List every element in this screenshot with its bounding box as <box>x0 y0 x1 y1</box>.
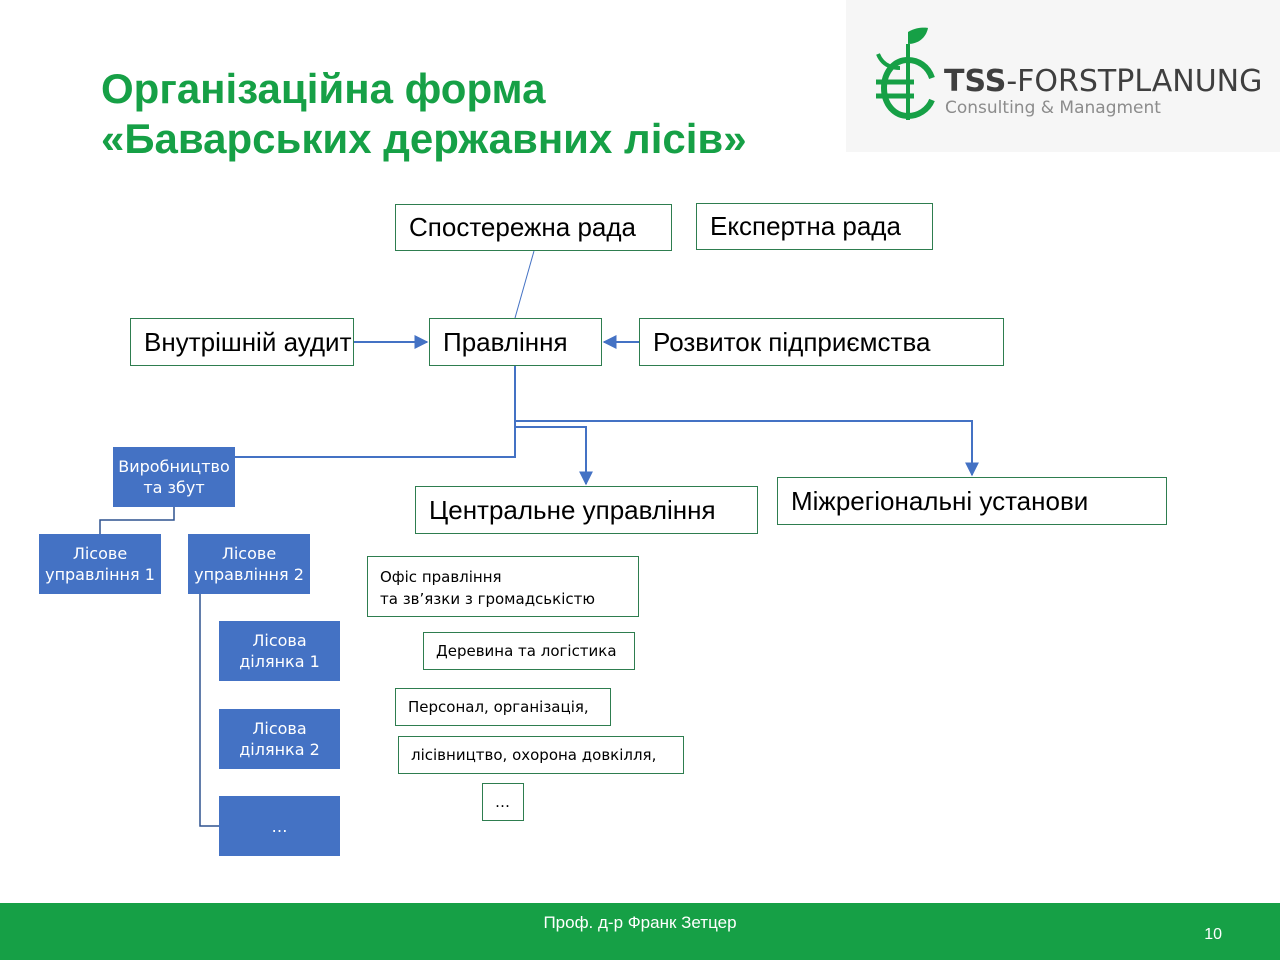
logo-subtitle: Consulting & Managment <box>945 98 1161 118</box>
forest-plot-2-box: Лісова ділянка 2 <box>219 709 340 769</box>
expert-board-box: Експертна рада <box>696 203 933 250</box>
board-office-line-2: та зв’язки з громадськістю <box>380 590 595 608</box>
forest-management-1-line-1: Лісове <box>72 544 128 563</box>
supervisory-board-box: Спостережна рада <box>395 204 672 251</box>
forest-plot-1-line-1: Лісова <box>252 631 307 650</box>
silviculture-label: лісівництво, охорона довкілля, <box>411 746 657 764</box>
slide-title-line-2: «Баварських державних лісів» <box>101 115 747 162</box>
board-office-line-1: Офіс правління <box>380 568 502 586</box>
timber-logistics-box: Деревина та логістика <box>423 632 635 670</box>
slide-title-line-1: Організаційна форма <box>101 65 546 112</box>
central-more-box: … <box>482 783 524 821</box>
forest-management-2-line-1: Лісове <box>221 544 277 563</box>
forest-plot-more-box: … <box>219 796 340 856</box>
board-office-box: Офіс правління та зв’язки з громадськіст… <box>367 556 639 617</box>
forest-management-2-box: Лісове управління 2 <box>188 534 310 594</box>
logo-brand-rest: -FORSTPLANUNG <box>1006 64 1263 99</box>
leaf-euro-logo-icon <box>876 27 935 120</box>
production-sales-box: Виробництво та збут <box>113 447 235 507</box>
footer-author: Проф. д-р Франк Зетцер <box>543 913 737 932</box>
logo-brand: TSS-FORSTPLANUNG <box>944 64 1262 100</box>
personnel-label: Персонал, організація, <box>408 698 589 716</box>
forest-plot-2-line-2: ділянка 2 <box>239 740 320 759</box>
internal-audit-label: Внутрішній аудит <box>144 326 352 357</box>
personnel-box: Персонал, організація, <box>395 688 611 726</box>
management-box: Правління <box>429 318 602 366</box>
central-management-label: Центральне управління <box>429 494 716 525</box>
central-more-label: … <box>495 793 510 811</box>
production-sales-line-2: та збут <box>143 478 205 497</box>
footer-bar <box>0 903 1280 960</box>
forest-management-1-line-2: управління 1 <box>45 565 155 584</box>
connector-production-forest-mgmt <box>99 507 175 534</box>
internal-audit-box: Внутрішній аудит <box>130 318 354 366</box>
forest-plot-more-label: … <box>271 816 288 836</box>
timber-logistics-label: Деревина та логістика <box>436 642 617 660</box>
silviculture-box: лісівництво, охорона довкілля, <box>398 736 684 774</box>
interregional-label: Міжрегіональні установи <box>791 485 1089 516</box>
production-sales-line-1: Виробництво <box>118 457 230 476</box>
forest-management-2-line-2: управління 2 <box>194 565 304 584</box>
forest-plot-1-line-2: ділянка 1 <box>239 652 320 671</box>
logo-panel <box>846 0 1280 152</box>
interregional-box: Міжрегіональні установи <box>777 477 1167 525</box>
forest-plot-2-line-1: Лісова <box>252 719 307 738</box>
connector-management-central <box>515 426 593 486</box>
development-box: Розвиток підприємства <box>639 318 1004 366</box>
development-label: Розвиток підприємства <box>653 326 931 357</box>
slide-title: Організаційна форма «Баварських державни… <box>101 64 747 164</box>
connector-forest-mgmt-plots <box>199 594 219 827</box>
forest-management-1-box: Лісове управління 1 <box>39 534 161 594</box>
connector-management-interregional <box>515 420 979 477</box>
page-number: 10 <box>1204 926 1222 943</box>
connector-supervisory-management <box>514 250 535 319</box>
management-label: Правління <box>443 326 568 357</box>
logo-brand-bold: TSS <box>944 64 1007 99</box>
expert-board-label: Експертна рада <box>710 211 901 241</box>
supervisory-board-label: Спостережна рада <box>409 212 637 242</box>
forest-plot-1-box: Лісова ділянка 1 <box>219 621 340 681</box>
connector-management-production <box>235 366 516 458</box>
central-management-box: Центральне управління <box>415 486 758 534</box>
